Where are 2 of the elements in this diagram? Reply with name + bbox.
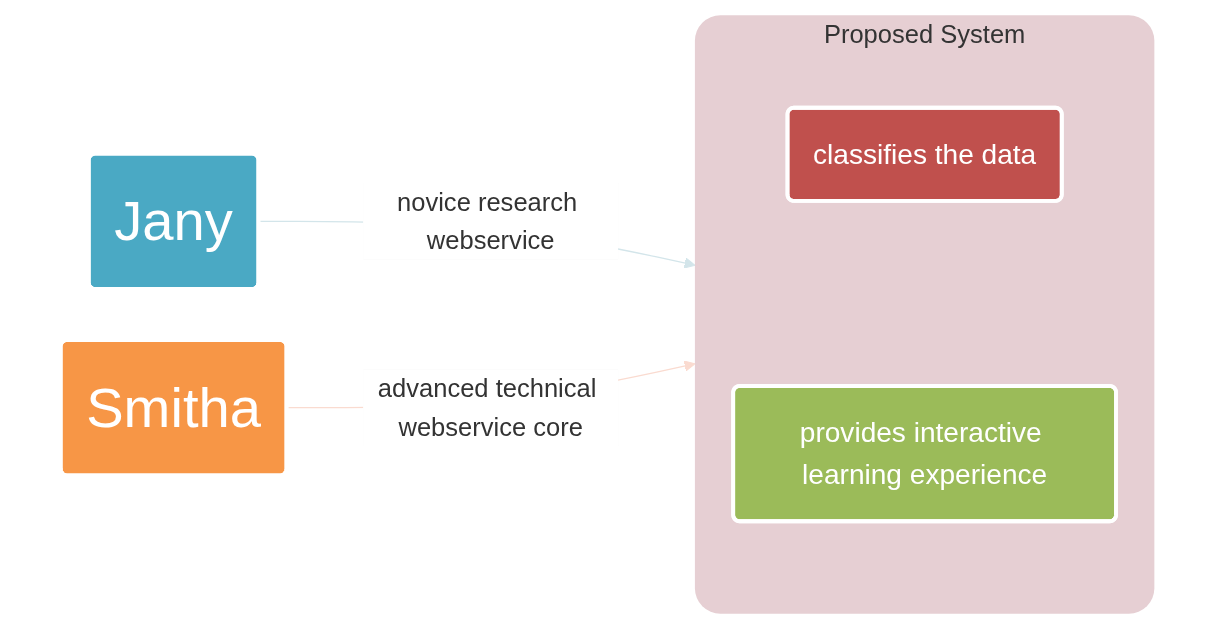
edge-label: novice research webservice (397, 188, 578, 255)
edge-label: advanced technical webservice core (377, 374, 597, 441)
